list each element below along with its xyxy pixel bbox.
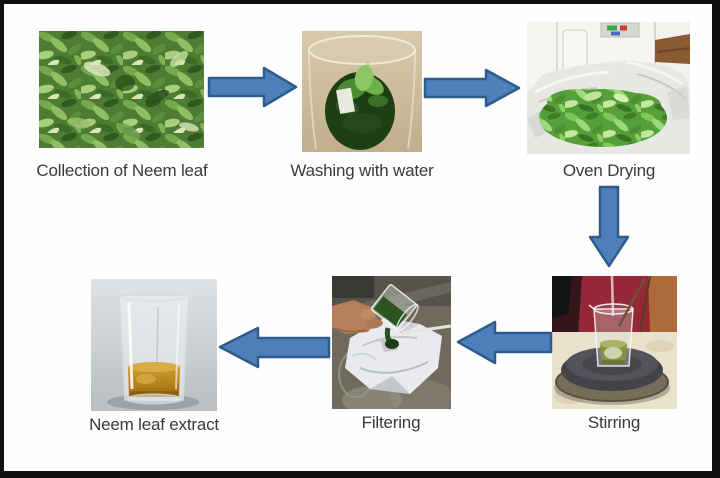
- caption-stirring: Stirring: [587, 413, 641, 432]
- caption-extract: Neem leaf extract: [89, 415, 219, 434]
- arrow-left-icon-stirring-to-filtering: [456, 320, 553, 365]
- dried-leaves-heap-icon: [539, 89, 667, 147]
- glass-rod-icon: [617, 277, 647, 327]
- caption-oven-drying: Oven Drying: [562, 161, 656, 180]
- stirring-image: [552, 276, 677, 409]
- beaker-washing-image: [302, 31, 422, 152]
- label-on-leaves: [336, 87, 355, 115]
- oven-drying-image: [527, 22, 690, 154]
- floor-strip: [655, 34, 690, 64]
- arrow-down-icon-oven-to-stirring: [588, 185, 630, 268]
- photo-filtering: [332, 276, 451, 409]
- arrow-right-icon-collection-to-washing: [207, 66, 298, 108]
- filtering-image: [332, 276, 451, 409]
- tilted-beaker-icon: [370, 284, 419, 332]
- hand-icon: [332, 300, 383, 334]
- glass-beaker-icon: [308, 35, 416, 150]
- photo-extract: [91, 279, 217, 411]
- photo-stirring: [552, 276, 677, 409]
- wet-leaves-icon: [325, 61, 395, 150]
- green-splash: [385, 339, 399, 349]
- photo-washing: [302, 31, 422, 152]
- beaker-extract-icon: [113, 288, 190, 405]
- photo-collection: [39, 31, 204, 148]
- pour-stream: [610, 276, 615, 317]
- photo-oven-drying: [527, 22, 690, 154]
- caption-washing: Washing with water: [290, 161, 434, 180]
- arrow-left-icon-filtering-to-extract: [218, 326, 331, 369]
- neem-leaves-pile-image: [39, 31, 204, 148]
- glass-rod-icon: [401, 324, 451, 335]
- caption-collection: Collection of Neem leaf: [36, 161, 208, 180]
- caption-filtering: Filtering: [361, 413, 421, 432]
- extract-beaker-image: [91, 279, 217, 411]
- arrow-right-icon-washing-to-oven: [423, 68, 521, 108]
